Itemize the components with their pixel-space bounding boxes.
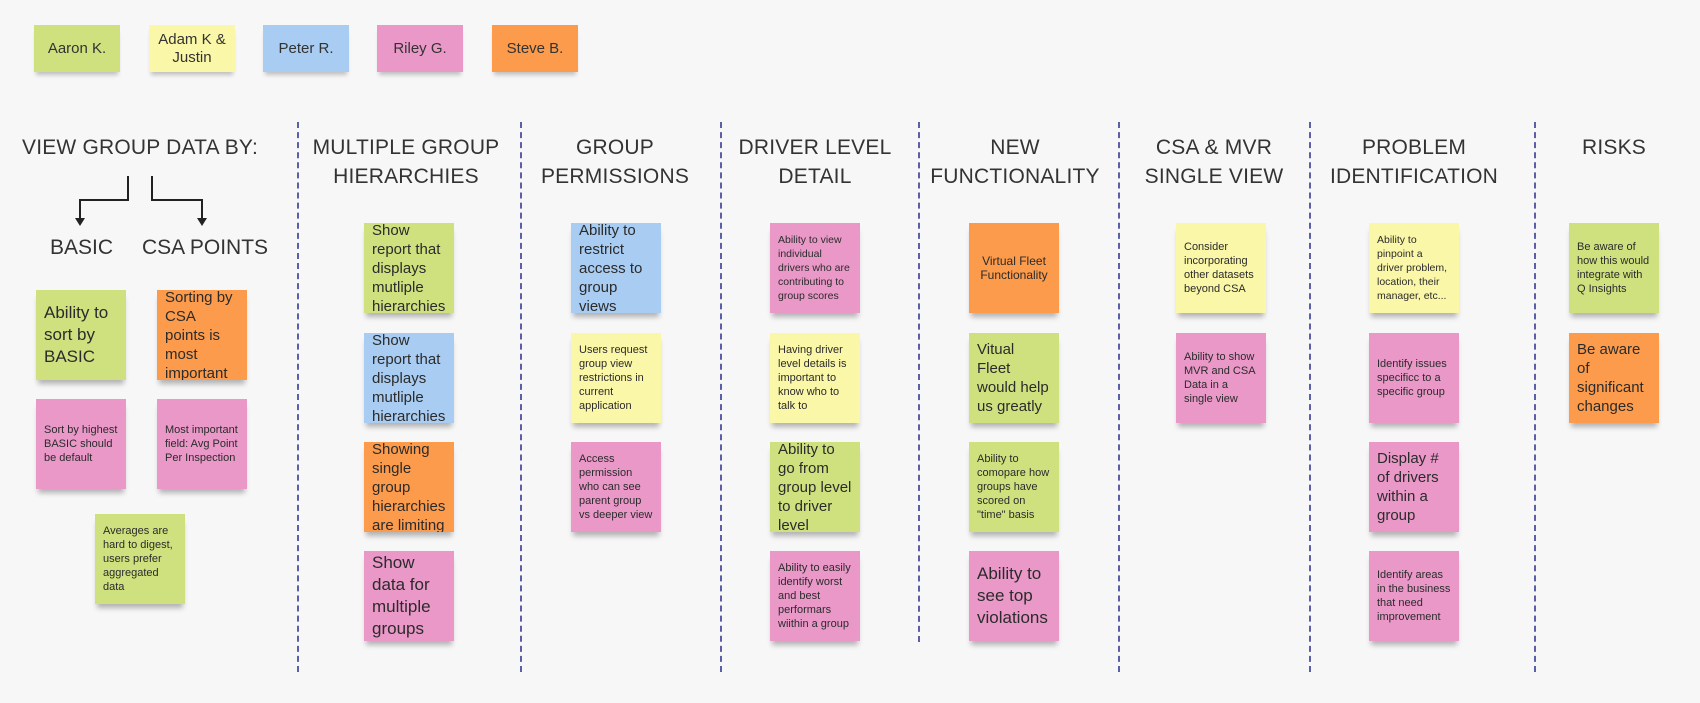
risks-title: RISKS [1581, 136, 1647, 159]
divider-7 [1534, 122, 1536, 672]
note-display-drivers[interactable]: Display # of drivers within a group [1369, 442, 1459, 532]
csa-points-label: CSA POINTS [142, 236, 269, 259]
legend-steve[interactable]: Steve B. [492, 25, 578, 72]
note-other-datasets[interactable]: Consider incorporating other datasets be… [1176, 223, 1266, 313]
csa-mvr-title: CSA & MVR SINGLE VIEW [1144, 136, 1284, 188]
note-multiple-1[interactable]: Show report that displays mutliple hiera… [364, 223, 454, 313]
divider-6 [1309, 122, 1311, 672]
divider-4 [918, 122, 920, 642]
note-pinpoint-problem[interactable]: Ability to pinpoint a driver problem, lo… [1369, 223, 1459, 313]
note-identify-areas[interactable]: Identify areas in the business that need… [1369, 551, 1459, 641]
legend-aaron[interactable]: Aaron K. [34, 25, 120, 72]
note-driver-details[interactable]: Having driver level details is important… [770, 333, 860, 423]
problem-id-title: PROBLEM IDENTIFICATION [1329, 136, 1499, 188]
view-group-title: VIEW GROUP DATA BY: [21, 136, 259, 159]
note-avg-point[interactable]: Most important field: Avg Point Per Insp… [157, 399, 247, 489]
legend-peter[interactable]: Peter R. [263, 25, 349, 72]
group-permissions-title: GROUP PERMISSIONS [540, 136, 690, 188]
legend-adam-justin-label: Adam K & Justin [158, 30, 226, 66]
legend-adam-justin[interactable]: Adam K & Justin [149, 25, 235, 72]
split-arrows [75, 176, 207, 226]
divider-3 [720, 122, 722, 672]
note-view-individual[interactable]: Ability to view individual drivers who a… [770, 223, 860, 313]
note-sort-highest-basic[interactable]: Sort by highest BASIC should be default [36, 399, 126, 489]
note-virtual-fleet[interactable]: Virtual Fleet Functionality [969, 223, 1059, 313]
note-multiple-groups[interactable]: Show data for multiple groups [364, 551, 454, 641]
divider-5 [1118, 122, 1120, 672]
driver-level-title: DRIVER LEVEL DETAIL [738, 136, 892, 188]
note-sort-by-basic[interactable]: Ability to sort by BASIC [36, 290, 126, 380]
note-identify-issues[interactable]: Identify issues specificc to a specific … [1369, 333, 1459, 423]
note-users-request[interactable]: Users request group view restrictions in… [571, 333, 661, 423]
note-identify-performers[interactable]: Ability to easily identify worst and bes… [770, 551, 860, 641]
divider-2 [520, 122, 522, 672]
note-access-permission[interactable]: Access permission who can see parent gro… [571, 442, 661, 532]
new-functionality-title: NEW FUNCTIONALITY [930, 136, 1100, 188]
note-top-violations[interactable]: Ability to see top violations [969, 551, 1059, 641]
note-virtual-fleet-help[interactable]: Vitual Fleet would help us greatly [969, 333, 1059, 423]
note-averages[interactable]: Averages are hard to digest, users prefe… [95, 514, 185, 604]
note-single-limiting[interactable]: Showing single group hierarchies are lim… [364, 442, 454, 532]
legend-riley[interactable]: Riley G. [377, 25, 463, 72]
note-mvr-csa-view[interactable]: Ability to show MVR and CSA Data in a si… [1176, 333, 1266, 423]
multiple-group-title: MULTIPLE GROUP HIERARCHIES [312, 136, 500, 188]
basic-label: BASIC [50, 236, 114, 259]
note-compare-groups[interactable]: Ability to comopare how groups have scor… [969, 442, 1059, 532]
divider-1 [297, 122, 299, 672]
note-multiple-2[interactable]: Show report that displays mutliple hiera… [364, 333, 454, 423]
note-q-insights[interactable]: Be aware of how this would integrate wit… [1569, 223, 1659, 313]
note-sort-by-csa[interactable]: Sorting by CSA points is most important [157, 290, 247, 380]
note-restrict-access[interactable]: Ability to restrict access to group view… [571, 223, 661, 313]
note-significant-changes[interactable]: Be aware of significant changes [1569, 333, 1659, 423]
note-group-to-driver[interactable]: Ability to go from group level to driver… [770, 442, 860, 532]
